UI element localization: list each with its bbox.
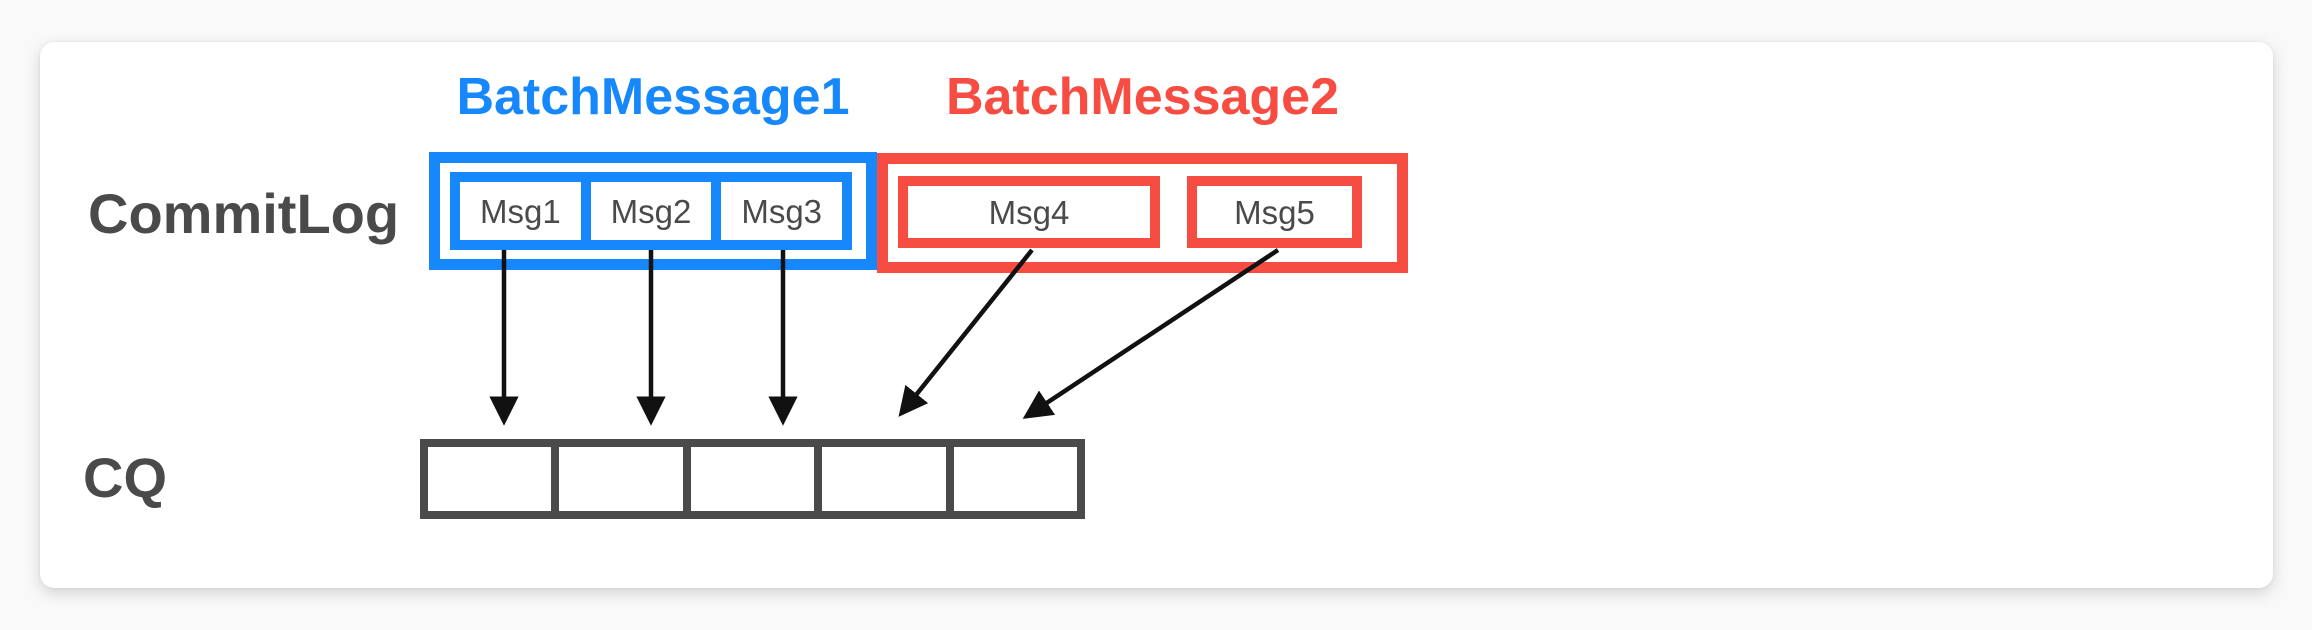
msg3-box: Msg3 <box>721 182 842 240</box>
msg1-label: Msg1 <box>479 192 561 230</box>
cq-cell <box>559 447 691 511</box>
msg1-box: Msg1 <box>460 182 591 240</box>
msg5-label: Msg5 <box>1234 193 1315 231</box>
diagram-card: BatchMessage1 BatchMessage2 CommitLog CQ… <box>40 42 2273 588</box>
msg2-box: Msg2 <box>591 182 722 240</box>
msg4-box: Msg4 <box>898 176 1160 248</box>
msg4-label: Msg4 <box>988 193 1070 231</box>
cq-cell <box>690 447 823 511</box>
batch1-message-strip: Msg1 Msg2 Msg3 <box>450 172 852 250</box>
cq-cell <box>822 447 954 511</box>
msg3-label: Msg3 <box>741 192 823 230</box>
arrow-msg5-to-cq <box>1022 248 1280 419</box>
cq-row <box>420 439 1085 519</box>
batch-message-1-title: BatchMessage1 <box>456 68 850 126</box>
cq-label: CQ <box>83 446 167 509</box>
cq-cell <box>953 447 1078 511</box>
commitlog-label: CommitLog <box>88 182 400 245</box>
cq-cell <box>428 447 560 511</box>
msg5-box: Msg5 <box>1187 176 1362 248</box>
batch-message-2-title: BatchMessage2 <box>945 68 1340 126</box>
msg2-label: Msg2 <box>610 192 692 230</box>
arrow-msg4-to-cq <box>898 248 1034 417</box>
